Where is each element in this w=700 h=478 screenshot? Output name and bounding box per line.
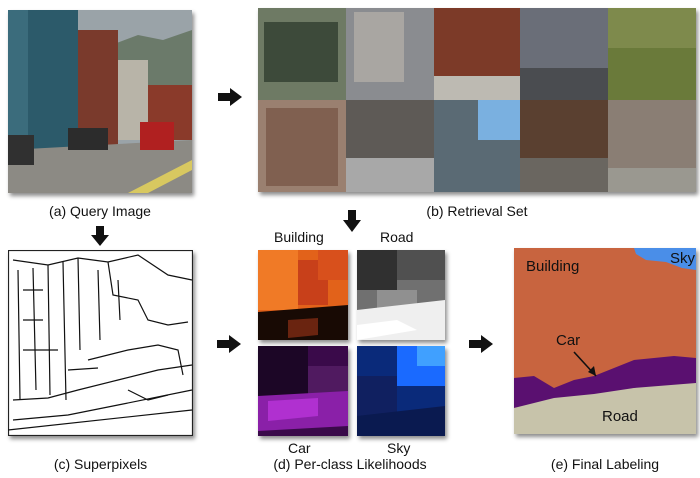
arrow-down-icon bbox=[343, 210, 361, 232]
arrow-down-icon bbox=[91, 226, 109, 246]
likelihood-label-sky: Sky bbox=[387, 440, 411, 456]
likelihood-label-road: Road bbox=[380, 229, 414, 245]
arrow-right-icon bbox=[217, 335, 241, 353]
likelihood-road bbox=[357, 250, 445, 340]
superpixels-image bbox=[8, 250, 193, 436]
retrieval-set-grid bbox=[258, 8, 696, 192]
final-label-car: Car bbox=[556, 332, 581, 349]
caption-retrieval-set: (b) Retrieval Set bbox=[426, 203, 528, 219]
query-image bbox=[8, 10, 192, 193]
arrow-right-icon bbox=[218, 88, 242, 106]
caption-superpixels: (c) Superpixels bbox=[53, 456, 148, 472]
final-label-building: Building bbox=[526, 258, 580, 275]
likelihood-building bbox=[258, 250, 348, 340]
caption-query-image: (a) Query Image bbox=[49, 203, 151, 219]
likelihood-label-building: Building bbox=[274, 229, 324, 245]
likelihood-sky bbox=[357, 346, 445, 436]
final-label-sky: Sky bbox=[670, 250, 696, 267]
caption-final-labeling: (e) Final Labeling bbox=[550, 456, 660, 472]
final-labeling-image bbox=[514, 248, 696, 434]
arrow-right-icon bbox=[469, 335, 493, 353]
likelihood-label-car: Car bbox=[288, 440, 311, 456]
caption-per-class-likelihoods: (d) Per-class Likelihoods bbox=[273, 456, 427, 472]
likelihood-car bbox=[258, 346, 348, 436]
final-label-road: Road bbox=[602, 408, 638, 425]
